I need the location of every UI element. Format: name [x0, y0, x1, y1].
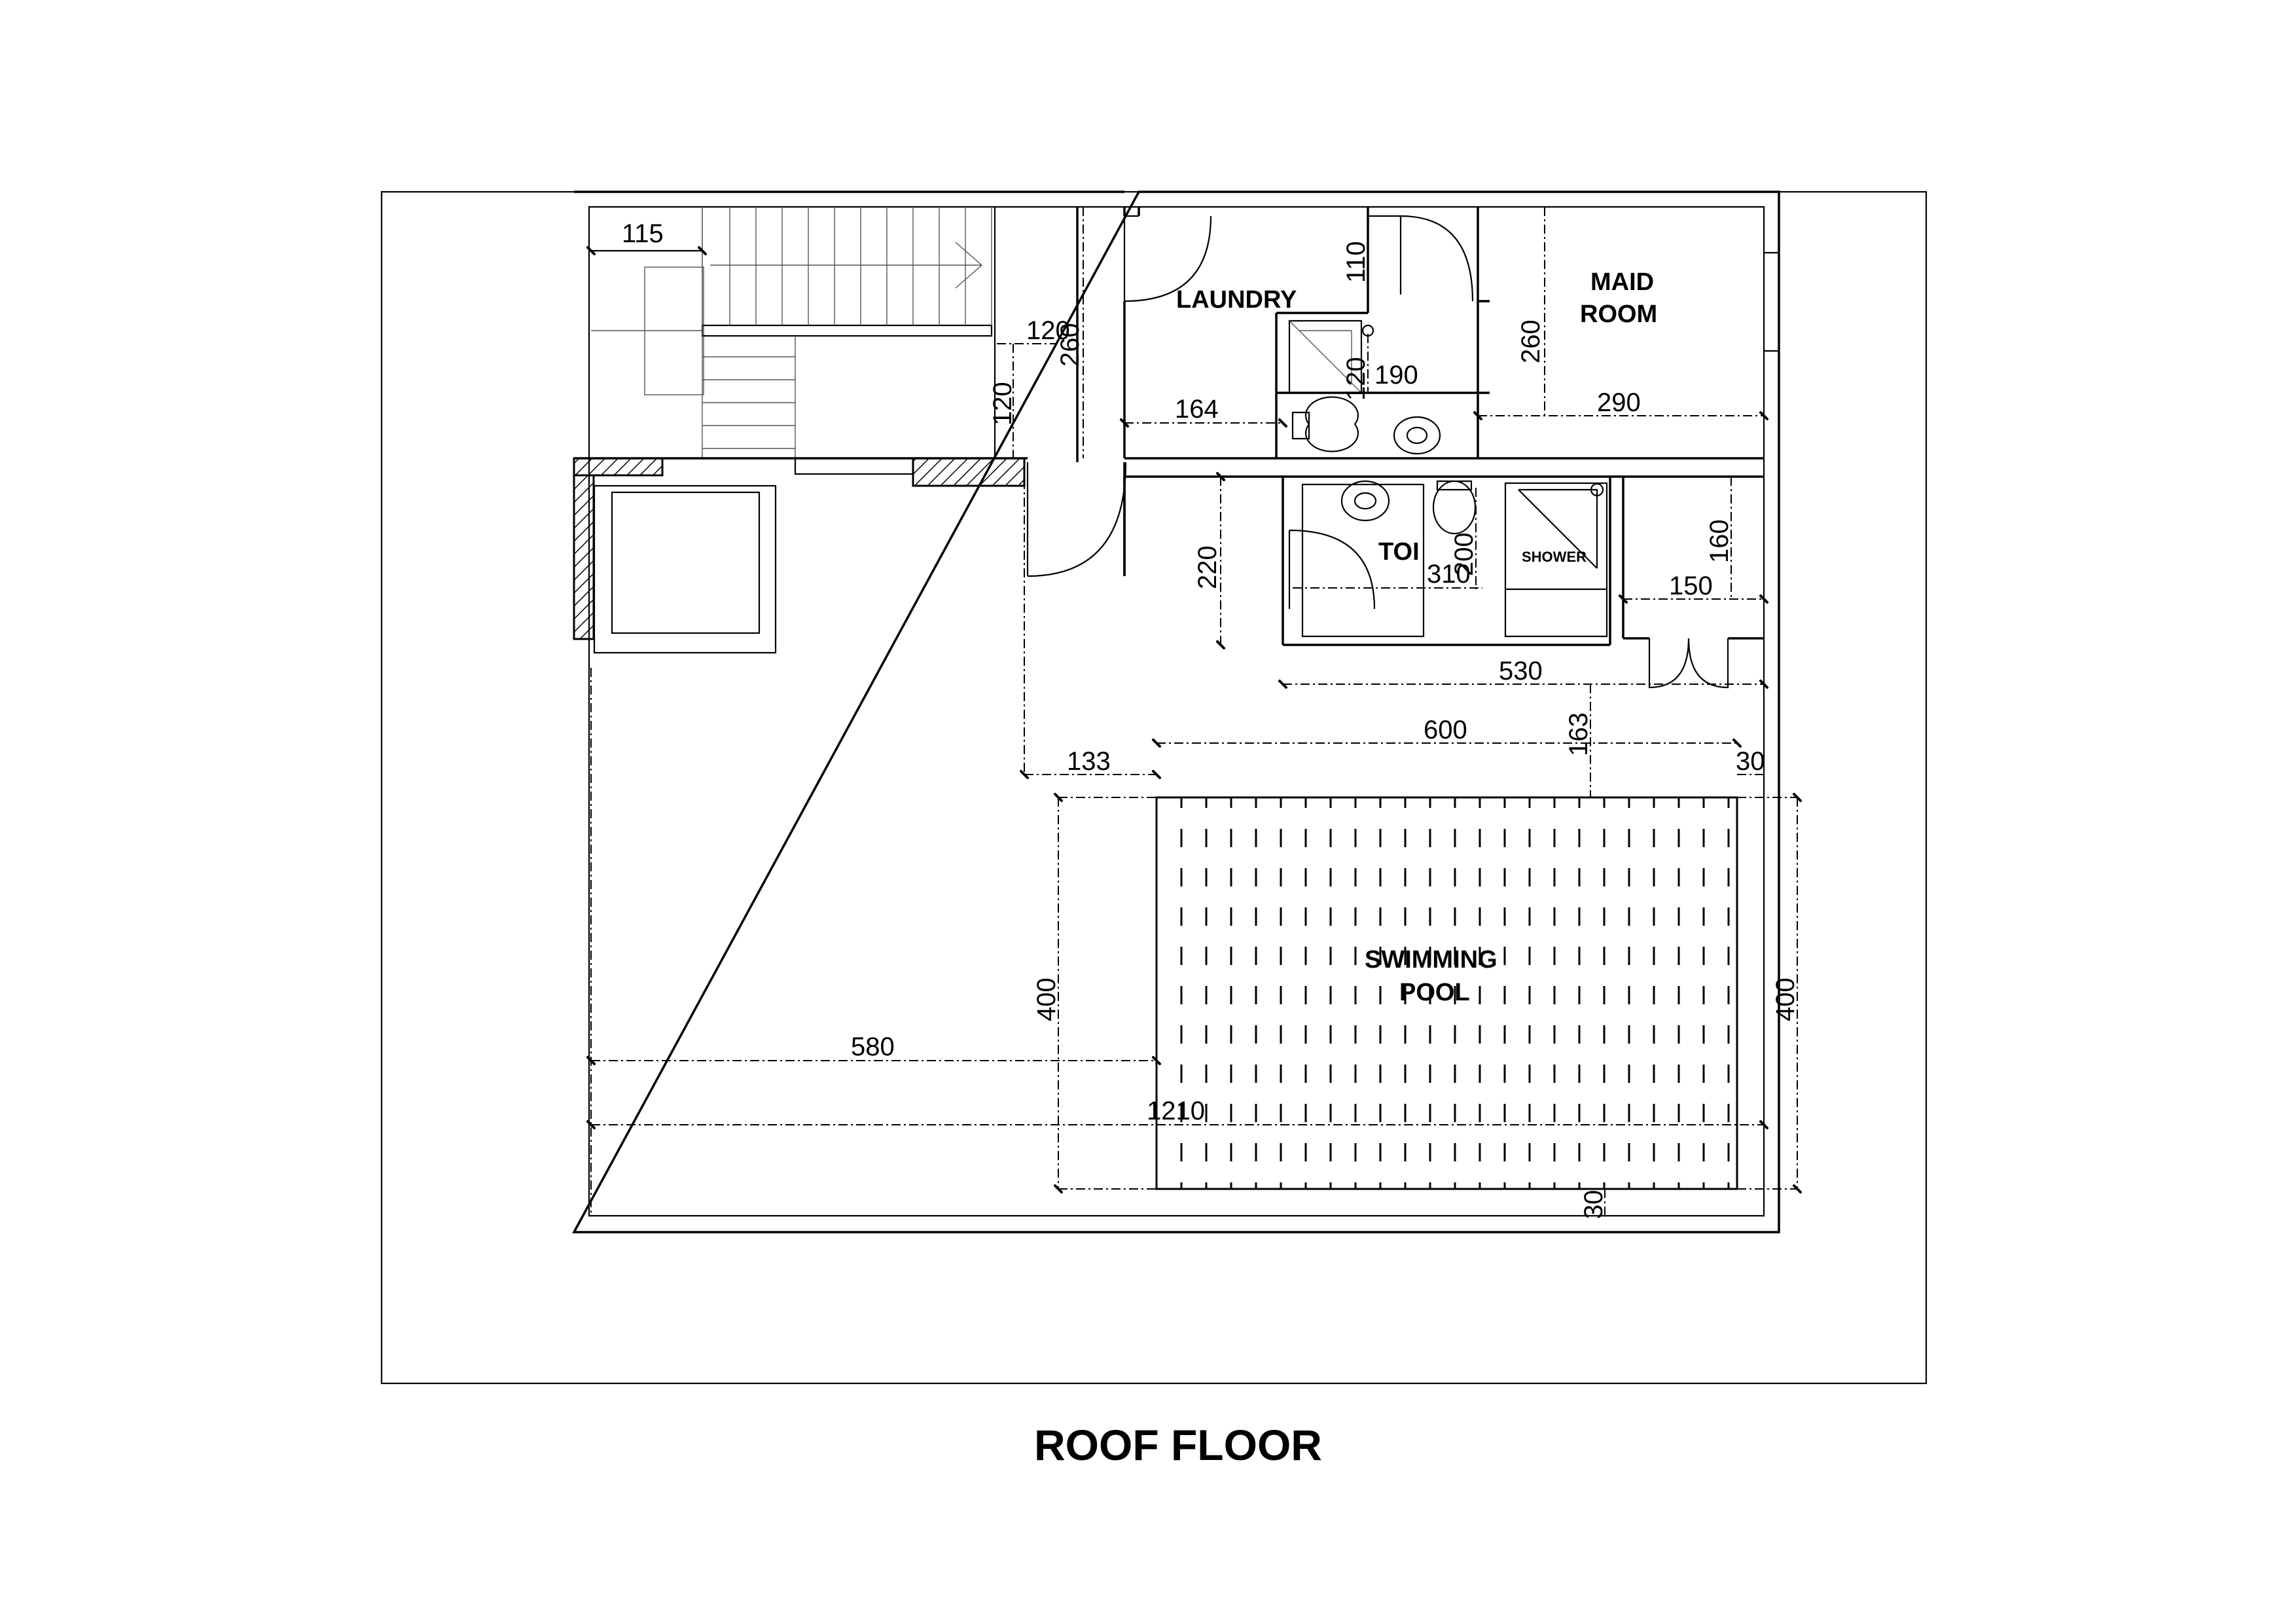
- dimension-lines: [590, 207, 1798, 1218]
- dim-160: 160: [1705, 519, 1734, 563]
- dim-290: 290: [1597, 388, 1641, 417]
- outer-wall: [572, 191, 1780, 1233]
- dim-530: 530: [1499, 657, 1543, 685]
- dim-580: 580: [851, 1032, 895, 1061]
- room-label-swimming: SWIMMING: [1365, 946, 1498, 974]
- toilet-block: [1282, 477, 1764, 689]
- dim-190: 190: [1374, 361, 1418, 390]
- room-label-room: ROOM: [1580, 301, 1657, 328]
- dim-400-right: 400: [1771, 977, 1800, 1021]
- dim-220: 220: [1193, 545, 1222, 589]
- dimension-labels: 115 120 260 120 110 164 190 120 260 290 …: [622, 219, 1800, 1219]
- landing-wall: [573, 457, 1028, 654]
- dim-120-stair: 120: [1026, 316, 1070, 345]
- toi-washbasin-icon: [1340, 480, 1390, 522]
- roof-hatch-opening: [593, 484, 777, 654]
- stair-arrow-icon: [955, 242, 983, 289]
- room-label-shower: SHOWER: [1522, 549, 1587, 565]
- dim-200: 200: [1450, 532, 1479, 576]
- dim-150: 150: [1669, 572, 1713, 600]
- dimension-ticks: [586, 246, 1802, 1194]
- toi-toilet-icon: [1432, 480, 1477, 535]
- room-label-pool: POOL: [1399, 979, 1470, 1006]
- drawing-title: ROOF FLOOR: [1034, 1421, 1322, 1469]
- room-label-laundry: LAUNDRY: [1176, 286, 1297, 314]
- dim-120-landing: 120: [988, 382, 1017, 426]
- dim-600: 600: [1424, 716, 1467, 744]
- room-label-maid: MAID: [1590, 268, 1654, 296]
- room-labels: LAUNDRY MAID ROOM TOI SHOWER SWIMMING PO…: [1176, 268, 1657, 1006]
- sheet-frame: [380, 191, 1928, 1385]
- staircase: [589, 207, 996, 458]
- dim-133: 133: [1067, 747, 1111, 776]
- entry-door: [1026, 462, 1127, 577]
- dim-110: 110: [1342, 241, 1371, 283]
- swimming-pool: [1155, 796, 1738, 1190]
- dim-260-maid: 260: [1516, 319, 1545, 363]
- dim-30-top: 30: [1736, 747, 1765, 776]
- wc-toilet-icon: [1291, 396, 1359, 452]
- dim-163: 163: [1564, 712, 1593, 756]
- dim-260-laundry: 260: [1056, 323, 1085, 367]
- room-label-toi: TOI: [1378, 538, 1420, 566]
- dim-1210: 1210: [1147, 1097, 1205, 1125]
- washbasin-icon: [1393, 416, 1441, 455]
- stair-treads: [702, 207, 992, 449]
- dim-30-bottom: 30: [1579, 1190, 1608, 1220]
- service-block-walls: [1076, 207, 1764, 576]
- dim-400-left: 400: [1032, 977, 1061, 1021]
- dim-115: 115: [622, 219, 664, 248]
- dim-164: 164: [1175, 395, 1219, 424]
- dim-310: 310: [1427, 560, 1471, 589]
- dim-120-wc: 120: [1342, 357, 1371, 401]
